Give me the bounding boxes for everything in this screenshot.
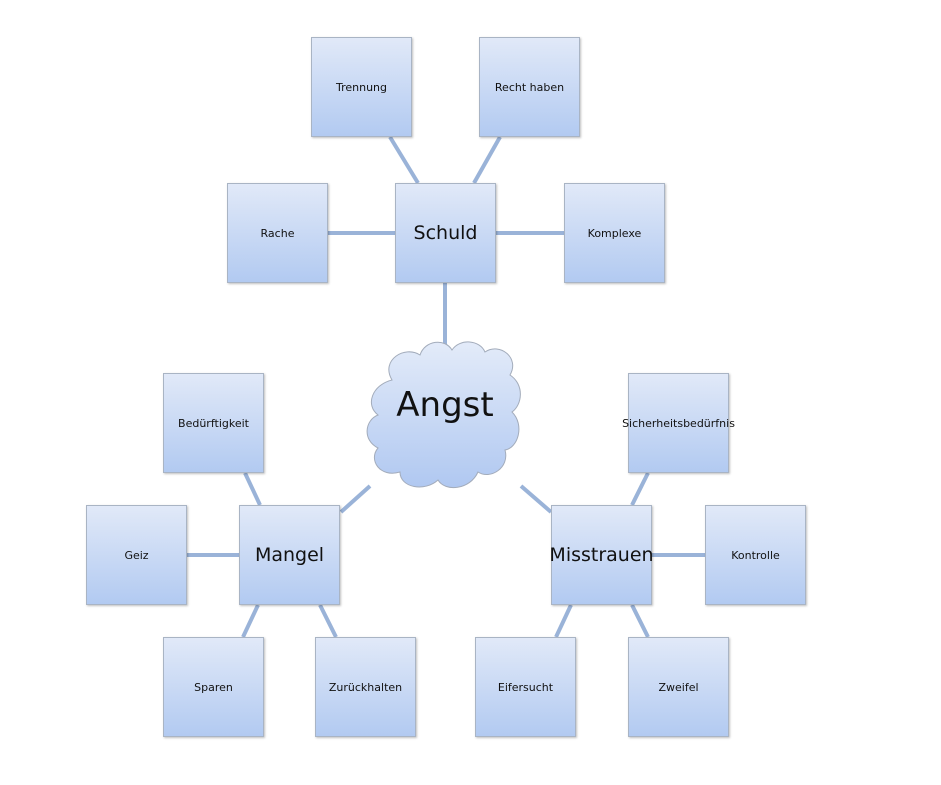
connector-line xyxy=(388,135,420,185)
node-rache: Rache xyxy=(227,183,328,283)
node-label: Rache xyxy=(260,226,295,240)
node-label: Bedürftigkeit xyxy=(178,416,249,430)
center-node-angst: Angst xyxy=(396,385,494,425)
connector-line xyxy=(241,604,260,638)
connector-line xyxy=(472,136,502,184)
node-zurueckhalten: Zurückhalten xyxy=(315,637,416,737)
connector-line xyxy=(630,604,650,638)
node-label: Misstrauen xyxy=(549,544,654,566)
angst-cloud-shape xyxy=(366,341,521,488)
node-schuld: Schuld xyxy=(395,183,496,283)
node-label: Sparen xyxy=(194,680,233,694)
node-label: Zweifel xyxy=(658,680,699,694)
node-sicherheitsbeduerfnis: Sicherheitsbedürfnis xyxy=(622,373,735,473)
connector-line xyxy=(339,484,372,514)
node-label: Sicherheitsbedürfnis xyxy=(622,416,735,430)
connector-line xyxy=(519,484,553,514)
node-recht-haben: Recht haben xyxy=(479,37,580,137)
node-label: Zurückhalten xyxy=(328,680,403,694)
node-sparen: Sparen xyxy=(163,637,264,737)
node-geiz: Geiz xyxy=(86,505,187,605)
node-label: Recht haben xyxy=(494,80,565,94)
node-label: Schuld xyxy=(413,222,478,244)
node-kontrolle: Kontrolle xyxy=(705,505,806,605)
connector-line xyxy=(243,472,262,506)
node-label: Trennung xyxy=(335,80,388,94)
node-misstrauen: Misstrauen xyxy=(549,505,654,605)
node-mangel: Mangel xyxy=(239,505,340,605)
node-label: Eifersucht xyxy=(497,680,554,694)
node-beduerftigkeit: Bedürftigkeit xyxy=(163,373,264,473)
node-trennung: Trennung xyxy=(311,37,412,137)
connector-line xyxy=(630,472,650,506)
node-zweifel: Zweifel xyxy=(628,637,729,737)
node-label: Kontrolle xyxy=(731,548,780,562)
connectors xyxy=(186,135,705,638)
connector-line xyxy=(554,604,573,638)
node-label: Geiz xyxy=(124,548,149,562)
node-label: Mangel xyxy=(254,544,325,566)
node-label: Komplexe xyxy=(587,226,642,240)
node-eifersucht: Eifersucht xyxy=(475,637,576,737)
node-komplexe: Komplexe xyxy=(564,183,665,283)
connector-line xyxy=(318,604,338,638)
